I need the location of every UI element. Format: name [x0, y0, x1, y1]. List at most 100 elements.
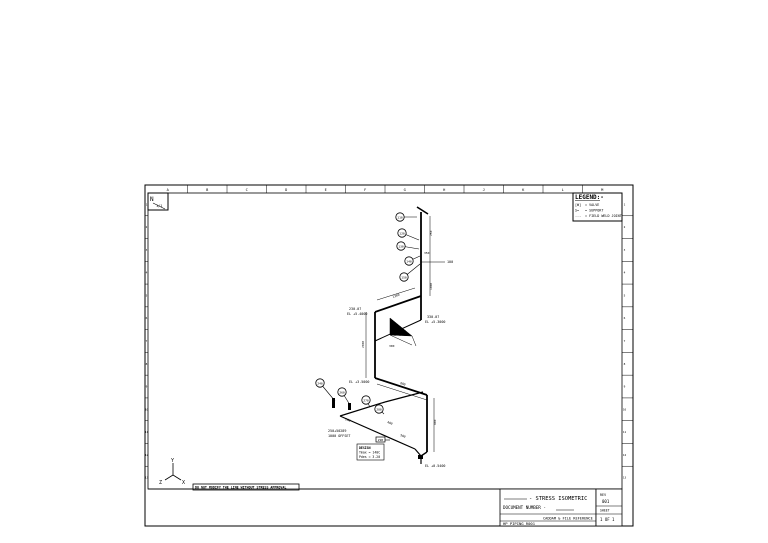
grid-row-label: 3	[146, 248, 148, 252]
dim-label: 800	[400, 381, 407, 387]
grid-column-label: H	[443, 188, 445, 192]
grid-column-label: A	[167, 188, 170, 192]
legend-text-weld: = FIELD WELD JOINT	[585, 214, 622, 218]
node-ref-top-left: 230.07	[349, 307, 361, 311]
north-arrow	[152, 202, 166, 210]
hatch-edge	[389, 334, 413, 346]
outer-frame	[144, 184, 634, 527]
grid-column-label: E	[325, 188, 327, 192]
pipe-segment	[416, 206, 429, 215]
grid-row-label: 8	[624, 362, 626, 366]
hatched-zone	[389, 317, 417, 347]
grid-row-label: 10	[145, 407, 149, 411]
dim-label: 2000	[361, 341, 365, 348]
axis-y-label: Y	[171, 458, 174, 464]
node-ref-right: 330.07	[427, 315, 439, 319]
node-tag: 240	[315, 378, 325, 388]
grid-row-label: 8	[146, 362, 148, 366]
design-note-box	[356, 443, 385, 461]
grid-column-label: K	[522, 188, 525, 192]
grid-row-label: 13	[145, 476, 149, 480]
grid-row-label: 4	[624, 271, 626, 275]
axis-x-label: X	[182, 480, 185, 486]
design-note: DESIGN Tmax = 140C Pdes = 3.20	[356, 443, 385, 461]
pipe-segment	[339, 401, 386, 417]
node-tag-label: 290	[378, 438, 384, 442]
file-name: HP PIPING_R001	[503, 521, 536, 526]
grid-row-label: 6	[146, 316, 148, 320]
pipe-segment	[374, 295, 422, 313]
sheet-label: SHEET	[600, 509, 610, 513]
grid-column-label: G	[404, 188, 406, 192]
legend-symbol-weld: ---	[575, 214, 581, 218]
sheet-value: 1 OF 1	[600, 517, 615, 522]
grid-row-label: 5	[146, 293, 148, 297]
design-note-title: DESIGN	[359, 446, 371, 450]
grid-column-label: B	[206, 188, 208, 192]
node-tag-label: 140	[406, 259, 412, 263]
pipe-segment	[339, 415, 416, 450]
hatch-triangle	[389, 317, 413, 337]
grid-column-label: F	[364, 188, 366, 192]
grid-column-label: M	[601, 188, 604, 192]
title-block: - STRESS ISOMETRIC DOCUMENT NUMBER - CAD…	[148, 488, 623, 527]
north-letter: N	[150, 196, 154, 203]
elevation-labels: 230.07 EL +5.4000 330.07 EL +5.3000 EL +…	[328, 307, 445, 468]
node-tag-label: 120	[399, 231, 405, 235]
legend: LEGEND:- [W] = VALVE S= = SUPPORT --- = …	[572, 192, 623, 222]
grid-row-label: 10	[623, 407, 627, 411]
grid-row-label: 1	[146, 202, 148, 206]
dim-label: 250	[429, 230, 433, 236]
legend-title: LEGEND:-	[575, 194, 604, 201]
elevation-bottom: EL +0.5400	[425, 464, 445, 468]
support-block	[418, 455, 423, 459]
dim-line	[376, 383, 428, 401]
axis-z-line	[164, 474, 174, 481]
legend-symbol-support: S=	[575, 209, 579, 213]
legend-text-valve: = VALVE	[585, 203, 599, 207]
dim-label: 400	[387, 420, 394, 426]
drawing-title: - STRESS ISOMETRIC	[529, 496, 587, 502]
grid-row-label: 7	[146, 339, 148, 343]
warning-box	[192, 483, 300, 491]
warning-text: DO NOT MODIFY THE LINE WITHOUT STRESS AP…	[195, 486, 286, 490]
node-tag-label: 280	[376, 407, 382, 411]
pipe-segment	[384, 391, 424, 403]
grid-row-label: 11	[623, 430, 627, 434]
dim-label: 200	[345, 417, 352, 423]
grid-row-label: 5	[624, 293, 626, 297]
node-tag: 290	[375, 436, 386, 443]
dim-label: 900	[433, 419, 437, 425]
dim-label: 1200	[392, 293, 400, 299]
legend-box	[572, 192, 623, 222]
elevation-right: EL +5.3000	[425, 320, 445, 324]
dim-label: 300	[389, 344, 395, 348]
grid-row-label: 9	[146, 385, 148, 389]
node-tag: 150	[399, 272, 409, 282]
rev-value: 001	[602, 499, 610, 504]
axis-x-line	[172, 474, 182, 481]
node-tag: 130	[396, 241, 406, 251]
north-marker-box	[147, 192, 169, 211]
title-block-main	[499, 488, 597, 527]
hatch-edge	[411, 335, 417, 347]
title-block-rev	[595, 488, 623, 527]
file-reference-label: CADDAM & FILE REFERENCE	[543, 517, 593, 521]
grid-row-label: 13	[623, 476, 627, 480]
side-tag: 100	[447, 260, 453, 264]
north-marker: N 1/1	[147, 192, 169, 211]
node-tag: 280	[374, 404, 384, 414]
grid-column-label: J	[483, 188, 485, 192]
dim-label: 1000	[429, 283, 433, 290]
support-ref-b: 1000 OFFSET	[328, 434, 350, 438]
grid-row-label: 1	[624, 202, 626, 206]
grid-row-label: 7	[624, 339, 626, 343]
axis-z-label: Z	[159, 480, 162, 486]
dim-label: 350	[424, 251, 430, 255]
dimension-labels: 250 1000 350 2000 1200 800 900 300 400 5…	[345, 230, 437, 438]
warning-note: DO NOT MODIFY THE LINE WITHOUT STRESS AP…	[192, 483, 300, 491]
legend-text-support: = SUPPORT	[585, 209, 603, 213]
node-tag-label: 270	[363, 398, 369, 402]
